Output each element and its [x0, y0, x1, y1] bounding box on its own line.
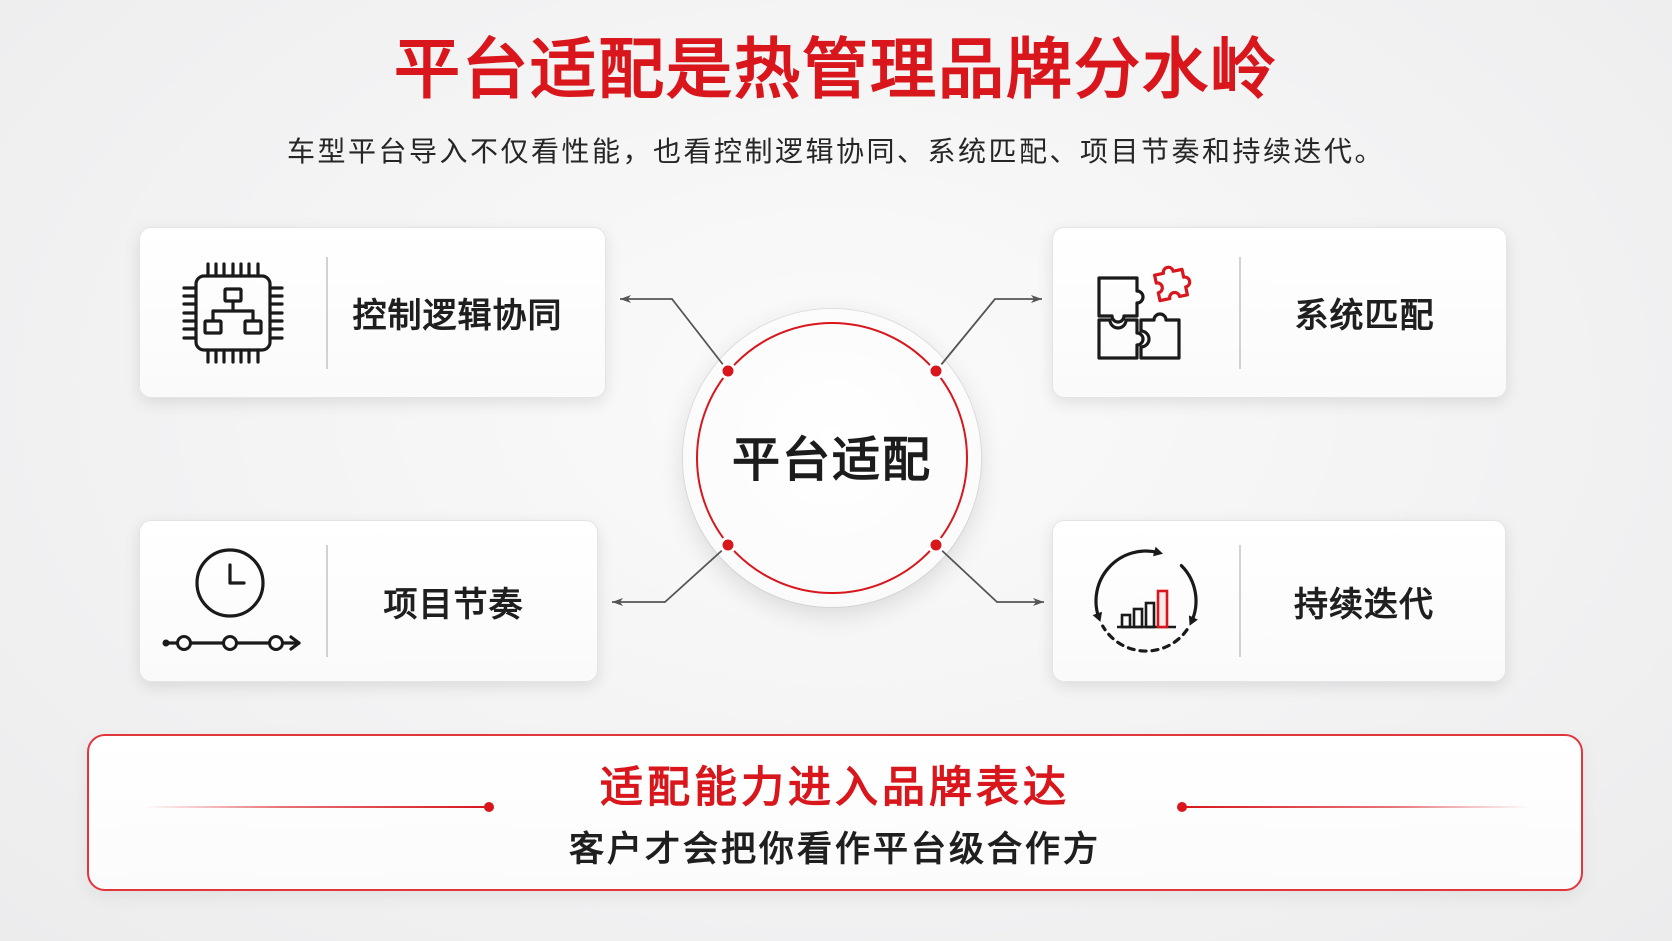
card-project-rhythm: 项目节奏 [139, 520, 598, 682]
banner-headline: 适配能力进入品牌表达 [600, 763, 1070, 813]
card-divider [1239, 256, 1241, 369]
card-label-project-rhythm: 项目节奏 [383, 584, 524, 625]
decorative-dot-right [1177, 802, 1187, 812]
card-icon-area [1053, 228, 1239, 397]
card-label-continuous-iteration: 持续迭代 [1294, 584, 1434, 625]
card-icon-area [140, 228, 326, 397]
card-system-matching: 系统匹配 [1052, 227, 1507, 398]
card-divider [1239, 545, 1241, 657]
card-icon-area [140, 521, 326, 681]
center-hub-ring [696, 322, 968, 594]
card-divider [326, 256, 328, 369]
conclusion-banner: 适配能力进入品牌表达 客户才会把你看作平台级合作方 [87, 734, 1583, 891]
decorative-line-left [144, 806, 489, 808]
card-label-system-matching: 系统匹配 [1294, 296, 1435, 336]
card-continuous-iteration: 持续迭代 [1052, 520, 1506, 682]
page-title: 平台适配是热管理品牌分水岭 [394, 31, 1278, 108]
decorative-dot-left [484, 802, 494, 812]
clock-timeline-icon [162, 548, 301, 651]
chip-flowchart-icon [182, 261, 284, 364]
cycle-chart-icon [1092, 546, 1198, 653]
connector-project-rhythm [612, 544, 729, 606]
connector-control-logic [620, 295, 729, 372]
card-control-logic: 控制逻辑协同 [139, 227, 606, 398]
banner-subline: 客户才会把你看作平台级合作方 [568, 830, 1101, 870]
connector-system-matching [935, 295, 1042, 372]
connector-continuous-iteration [935, 544, 1044, 606]
decorative-line-right [1182, 806, 1530, 808]
card-icon-area [1053, 521, 1239, 681]
center-hub-label: 平台适配 [731, 432, 932, 488]
card-divider [326, 545, 328, 657]
puzzle-icon [1097, 265, 1192, 360]
card-label-control-logic: 控制逻辑协同 [352, 296, 563, 336]
page-subtitle: 车型平台导入不仅看性能，也看控制逻辑协同、系统匹配、项目节奏和持续迭代。 [286, 135, 1385, 168]
